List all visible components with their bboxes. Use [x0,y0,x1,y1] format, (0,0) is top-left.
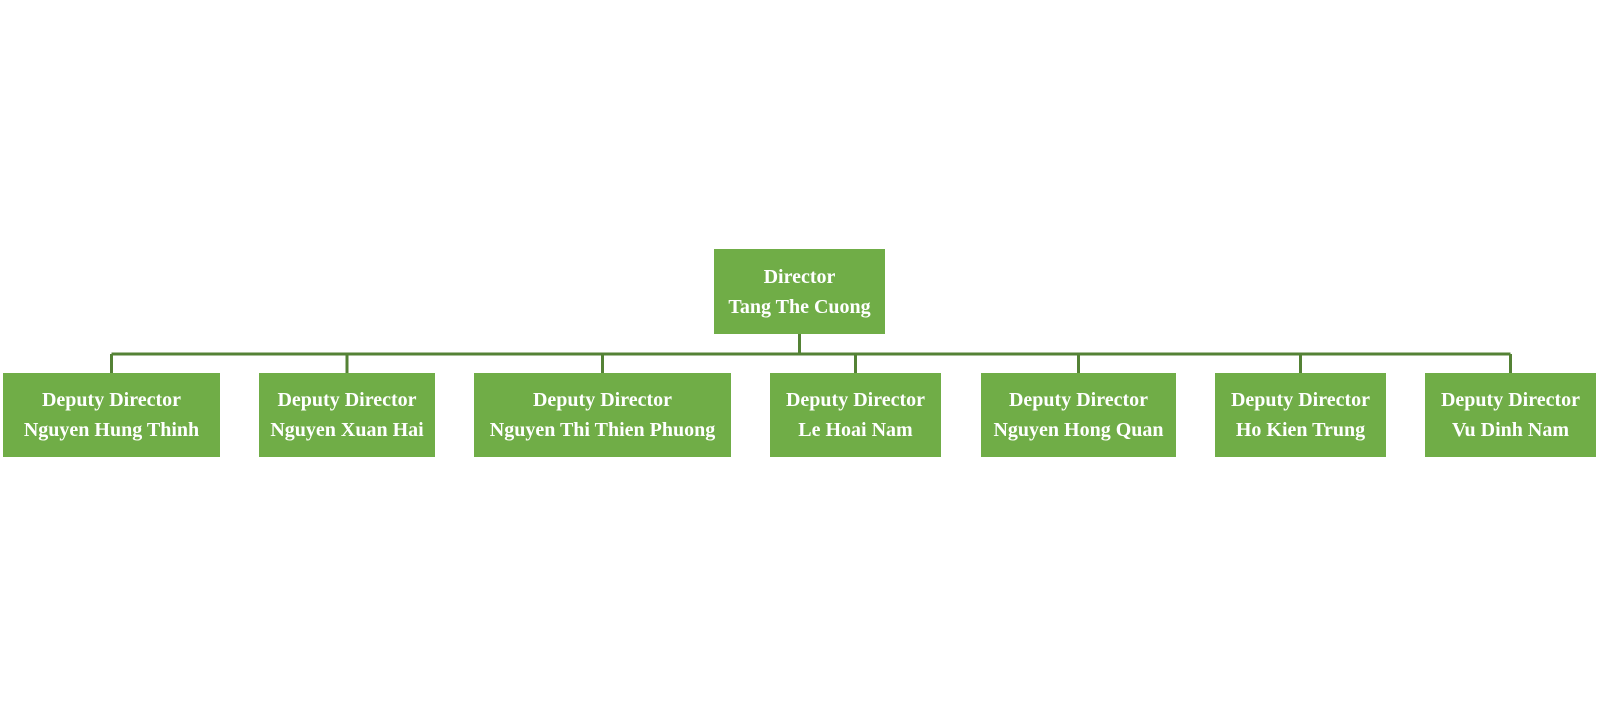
director-title: Director [763,265,836,288]
deputy-box-3: Deputy Director Nguyen Thi Thien Phuong [474,373,731,457]
deputy-box-5: Deputy Director Nguyen Hong Quan [981,373,1176,457]
deputy-title: Deputy Director [532,389,673,411]
deputy-name: Vu Dinh Nam [1451,419,1570,441]
deputy-title: Deputy Director [785,389,926,411]
deputy-name: Nguyen Thi Thien Phuong [489,419,716,441]
director-box: Director Tang The Cuong [714,249,885,334]
deputy-box-7: Deputy Director Vu Dinh Nam [1425,373,1596,457]
deputy-name: Nguyen Xuan Hai [270,419,424,441]
deputy-box-1: Deputy Director Nguyen Hung Thinh [3,373,220,457]
deputy-title: Deputy Director [41,389,182,411]
deputy-box-6: Deputy Director Ho Kien Trung [1215,373,1386,457]
deputy-title: Deputy Director [277,389,417,411]
deputy-title: Deputy Director [1008,389,1149,411]
deputy-name: Nguyen Hong Quan [993,419,1164,441]
deputy-box-4: Deputy Director Le Hoai Nam [770,373,941,457]
connector-group [110,334,1512,373]
deputy-box-2: Deputy Director Nguyen Xuan Hai [259,373,435,457]
deputy-title: Deputy Director [1440,389,1581,411]
deputy-name: Nguyen Hung Thinh [23,419,200,441]
deputy-title: Deputy Director [1230,389,1371,411]
director-name: Tang The Cuong [728,295,871,318]
deputy-name: Le Hoai Nam [798,419,913,441]
deputy-name: Ho Kien Trung [1235,419,1366,441]
